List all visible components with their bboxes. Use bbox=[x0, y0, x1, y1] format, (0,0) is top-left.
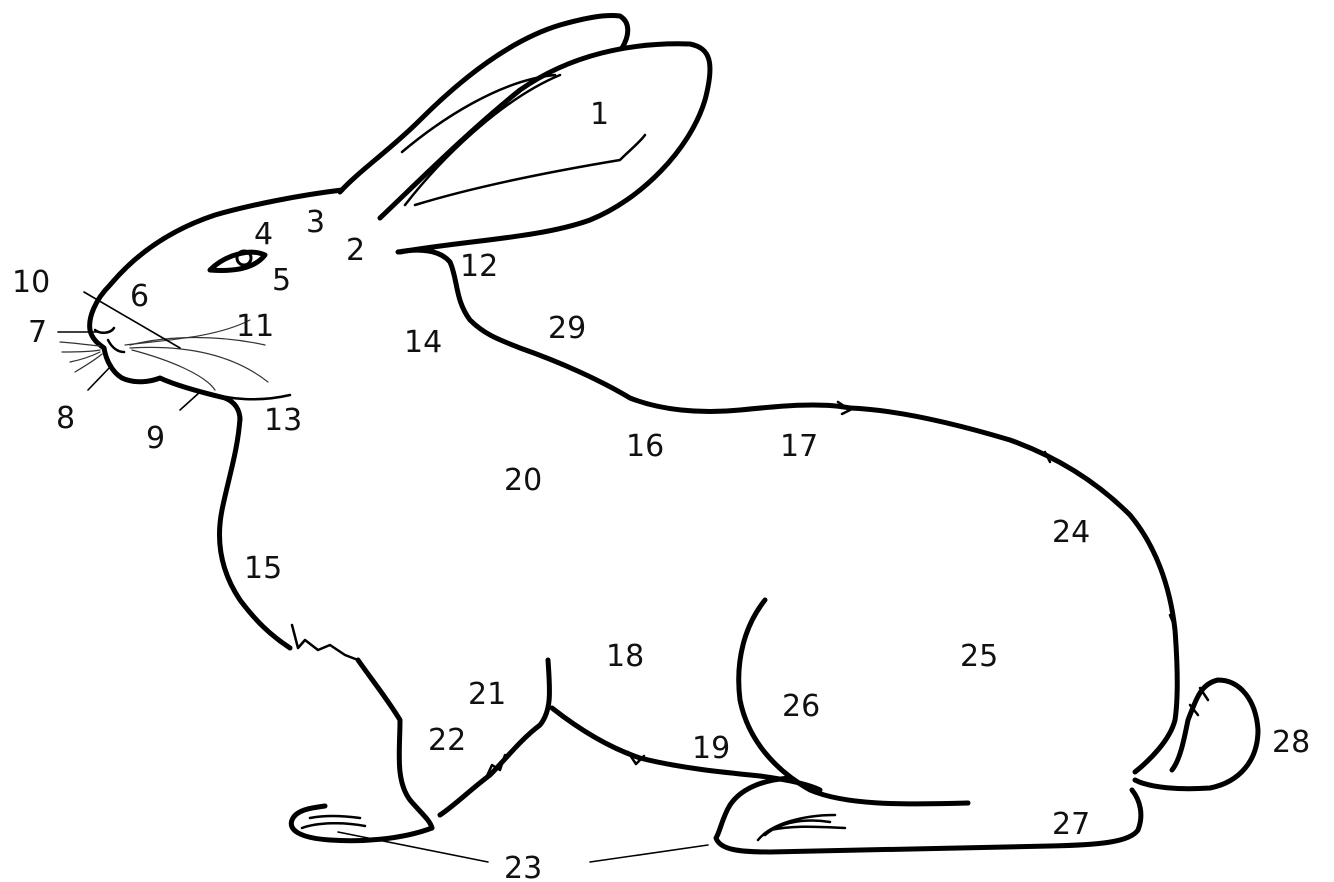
label-2: 2 bbox=[346, 233, 365, 268]
label-27: 27 bbox=[1052, 807, 1090, 842]
label-15: 15 bbox=[244, 551, 282, 586]
label-10: 10 bbox=[12, 265, 50, 300]
haunch-curve bbox=[739, 600, 968, 804]
label-1: 1 bbox=[590, 97, 609, 132]
chest-outline bbox=[219, 418, 290, 648]
back-outline bbox=[850, 408, 1177, 772]
hind-foot-toes bbox=[758, 815, 845, 840]
label-16: 16 bbox=[626, 429, 664, 464]
label-4: 4 bbox=[254, 217, 273, 252]
label-7: 7 bbox=[28, 315, 47, 350]
tail-outline bbox=[1135, 680, 1258, 789]
label-24: 24 bbox=[1052, 515, 1090, 550]
front-paw bbox=[291, 806, 432, 841]
label-28: 28 bbox=[1272, 725, 1310, 760]
chest-fur bbox=[292, 625, 358, 660]
front-ear-outline bbox=[380, 44, 710, 252]
label-8: 8 bbox=[56, 401, 75, 436]
label-5: 5 bbox=[272, 263, 291, 298]
label-21: 21 bbox=[468, 677, 506, 712]
label-18: 18 bbox=[606, 639, 644, 674]
label-17: 17 bbox=[780, 429, 818, 464]
nose-detail bbox=[95, 328, 124, 352]
label-13: 13 bbox=[264, 403, 302, 438]
label-19: 19 bbox=[692, 731, 730, 766]
label-12: 12 bbox=[460, 249, 498, 284]
label-25: 25 bbox=[960, 639, 998, 674]
label-6: 6 bbox=[130, 279, 149, 314]
label-3: 3 bbox=[306, 205, 325, 240]
label-26: 26 bbox=[782, 689, 820, 724]
label-20: 20 bbox=[504, 463, 542, 498]
label-14: 14 bbox=[404, 325, 442, 360]
label-22: 22 bbox=[428, 723, 466, 758]
back-fur-tufts bbox=[838, 402, 1176, 630]
label-9: 9 bbox=[146, 421, 165, 456]
front-leg-outline bbox=[358, 660, 432, 828]
front-ear-inner bbox=[405, 75, 645, 205]
label-11: 11 bbox=[236, 309, 274, 344]
nose-mouth bbox=[104, 348, 240, 420]
front-paw-toes bbox=[302, 816, 365, 828]
label-23: 23 bbox=[504, 851, 542, 882]
label-29: 29 bbox=[548, 311, 586, 346]
